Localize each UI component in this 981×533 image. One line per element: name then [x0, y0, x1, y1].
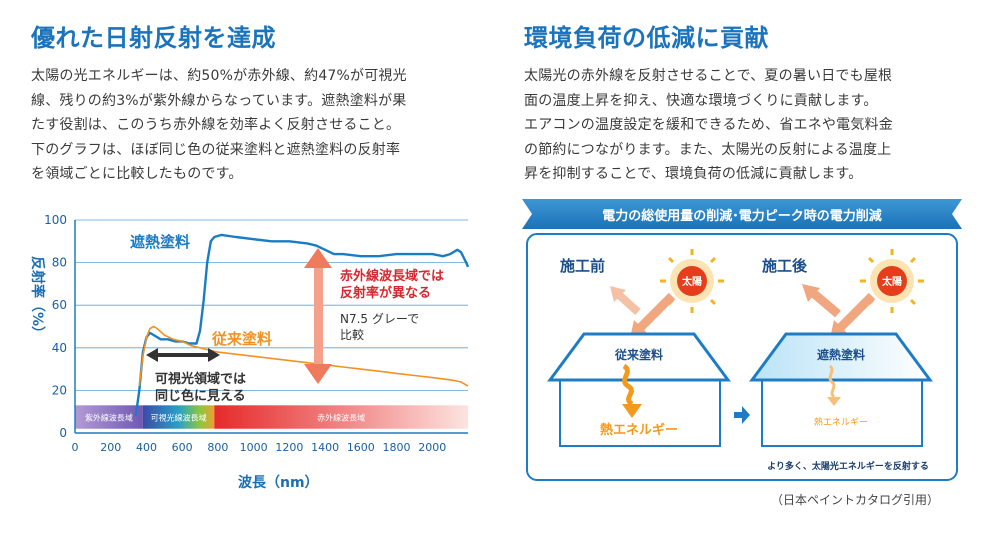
y-tick-label: 100: [44, 213, 67, 227]
x-tick-label: 1000: [240, 441, 268, 454]
house-after: [749, 332, 933, 447]
left-heading: 優れた日射反射を達成: [31, 24, 276, 52]
heat-before-icon: [622, 363, 642, 418]
y-axis-title: 反射率（%）: [29, 256, 46, 340]
y-tick-label: 0: [59, 426, 67, 440]
credit-note: （日本ペイントカタログ引用）: [771, 493, 940, 507]
roof-after-label: 遮熱塗料: [817, 347, 865, 362]
left-paragraph: 太陽の光エネルギーは、約50%が赤外線、約47%が可視光 線、残りの約3%が紫外…: [31, 64, 407, 187]
x-tick-label: 2000: [418, 441, 446, 454]
visible-range-arrow: [146, 348, 220, 362]
house-before: [547, 332, 731, 447]
sun-label: 太陽: [881, 275, 902, 288]
reflected-ray-arrow: [802, 284, 841, 318]
gray-note-line: 比較: [340, 327, 364, 342]
x-tick-label: 1400: [311, 441, 339, 454]
x-axis-title: 波長（nm）: [238, 474, 319, 491]
x-tick-label: 1200: [275, 441, 303, 454]
infrared-diff-arrow: [304, 248, 332, 384]
right-heading: 環境負荷の低減に貢献: [524, 24, 769, 52]
before-label: 施工前: [560, 257, 605, 275]
right-paragraph-line: の節約につながります。また、太陽光の反射による温度上: [524, 141, 892, 158]
right-paragraph-line: エアコンの温度設定を緩和できるため、省エネや電気料金: [524, 117, 893, 134]
sun-label: 太陽: [681, 275, 702, 288]
wavelength-band-label: 可視光線波長域: [151, 413, 207, 423]
left-paragraph-line: たす役割は、このうち赤外線を効率よく反射させること。: [31, 117, 401, 134]
left-paragraph-line: を領域ごとに比較したものです。: [31, 166, 243, 183]
series-label: 従来塗料: [211, 330, 272, 348]
roof-before-label: 従来塗料: [614, 347, 663, 362]
heat-before-label: 熱エネルギー: [600, 422, 678, 438]
y-tick-label: 40: [52, 341, 67, 355]
sun-icon: [860, 249, 924, 313]
x-tick-label: 600: [172, 441, 193, 454]
diagram-banner: [522, 199, 962, 229]
series-line: [138, 325, 469, 387]
wavelength-band: [142, 405, 215, 429]
infrared-note-line: 赤外線波長域では: [340, 268, 444, 284]
wavelength-band-label: 赤外線波長域: [317, 413, 365, 423]
x-tick-label: 1600: [347, 441, 375, 454]
visible-note-line: 同じ色に見える: [155, 388, 246, 404]
x-tick-label: 800: [207, 441, 228, 454]
diagram-banner-text: 電力の総使用量の削減･電力ピーク時の電力削減: [602, 208, 882, 224]
heat-after-label: 熱エネルギー: [814, 416, 868, 428]
right-paragraph-line: 太陽光の赤外線を反射させることで、夏の暑い日でも屋根: [524, 68, 893, 84]
series-label: 遮熱塗料: [130, 233, 190, 251]
transition-arrow: [734, 406, 750, 424]
right-paragraph-line: 面の温度上昇を抑え、快適な環境づくりに貢献します。: [524, 92, 878, 109]
footer-note: より多く、太陽光エネルギーを反射する: [767, 460, 929, 472]
series-line: [134, 233, 470, 417]
energy-diagram: 電力の総使用量の削減･電力ピーク時の電力削減 施工前 太陽 従来塗料 熱エネルギ…: [522, 199, 962, 481]
y-tick-label: 20: [52, 383, 67, 397]
y-tick-label: 80: [52, 256, 67, 270]
right-paragraph: 太陽光の赤外線を反射させることで、夏の暑い日でも屋根 面の温度上昇を抑え、快適な…: [524, 64, 893, 187]
wavelength-band: [214, 405, 468, 429]
x-tick-label: 200: [100, 441, 121, 454]
left-paragraph-line: 線、残りの約3%が紫外線からなっています。遮熱塗料が果: [31, 92, 407, 109]
x-tick-label: 400: [136, 441, 157, 454]
sun-icon: [660, 249, 724, 313]
left-paragraph-line: 太陽の光エネルギーは、約50%が赤外線、約47%が可視光: [31, 68, 407, 84]
y-tick-label: 60: [52, 298, 67, 312]
x-tick-label: 1800: [383, 441, 411, 454]
gray-note-line: N7.5 グレーで: [340, 312, 419, 326]
left-paragraph-line: 下のグラフは、ほぼ同じ色の従来塗料と遮熱塗料の反射率: [31, 141, 401, 158]
infrared-note-line: 反射率が異なる: [340, 285, 431, 301]
visible-note-line: 可視光領域では: [155, 371, 246, 387]
right-paragraph-line: 昇を抑制することで、環境負荷の低減に貢献します。: [524, 166, 863, 183]
x-tick-label: 0: [72, 441, 79, 454]
wavelength-band: [75, 405, 143, 429]
heat-after-icon: [827, 364, 841, 406]
after-label: 施工後: [762, 257, 808, 275]
reflected-ray-arrow: [610, 286, 641, 315]
wavelength-band-label: 紫外線波長域: [85, 413, 133, 423]
